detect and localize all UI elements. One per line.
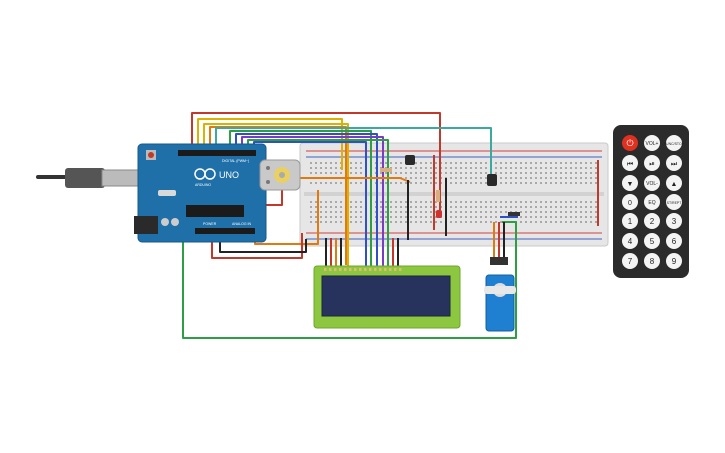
remote-digit-7-button[interactable] <box>622 253 638 269</box>
wire-green-1 <box>229 130 372 268</box>
breadboard-holes <box>310 162 597 223</box>
dc-motor <box>259 159 301 191</box>
remote-digit-label: 2 <box>650 217 655 226</box>
remote-digit-label: 7 <box>628 257 633 266</box>
remote-vol-minus-button[interactable] <box>644 175 660 191</box>
lcd-display <box>313 265 461 329</box>
remote-digit-8-button[interactable] <box>644 253 660 269</box>
resistor-1 <box>380 168 392 172</box>
svg-text:0: 0 <box>628 200 632 207</box>
remote-digit-9-button[interactable] <box>666 253 682 269</box>
svg-text:⏯: ⏯ <box>649 161 655 168</box>
small-component <box>508 212 520 216</box>
wire-yellow-1 <box>197 118 343 170</box>
wire-green-servo <box>182 221 517 339</box>
remote-vol-plus-button[interactable] <box>644 135 660 151</box>
ir-receiver <box>487 174 497 186</box>
led-red <box>436 210 442 218</box>
reset-button <box>148 152 154 158</box>
remote-zero-button[interactable] <box>622 194 638 210</box>
transistor <box>405 155 415 165</box>
svg-text:EQ: EQ <box>648 200 655 206</box>
remote-play-pause-button[interactable] <box>644 155 660 171</box>
remote-eq-button[interactable] <box>644 194 660 210</box>
svg-text:⏭: ⏭ <box>671 161 678 168</box>
wire-red-power <box>211 228 303 259</box>
remote-digit-6-button[interactable] <box>666 233 682 249</box>
wire-red-top <box>191 112 441 210</box>
remote-digit-3-button[interactable] <box>666 213 682 229</box>
remote-next-button[interactable] <box>666 155 682 171</box>
svg-text:▲: ▲ <box>671 181 678 188</box>
remote-digit-label: 4 <box>628 237 633 246</box>
arduino-logo-icon <box>194 168 216 180</box>
svg-text:ST/REPT: ST/REPT <box>667 201 683 205</box>
usb-cable <box>36 168 141 188</box>
svg-text:VOL+: VOL+ <box>646 141 659 147</box>
remote-prev-button[interactable] <box>622 155 638 171</box>
remote-digit-2-button[interactable] <box>644 213 660 229</box>
remote-digit-1-button[interactable] <box>622 213 638 229</box>
servo-motor <box>484 257 516 332</box>
svg-text:FUNC/STOP: FUNC/STOP <box>664 142 685 146</box>
wire-blue-1 <box>235 133 378 268</box>
svg-text:VOL-: VOL- <box>646 181 658 187</box>
analog-label: ANALOG IN <box>232 222 252 226</box>
remote-digit-label: 5 <box>650 237 655 246</box>
remote-st-rept-button[interactable] <box>666 194 682 210</box>
remote-down-button[interactable] <box>622 175 638 191</box>
arduino-brand: UNO <box>219 170 239 180</box>
svg-text:▼: ▼ <box>627 181 634 188</box>
resistor-2 <box>436 190 440 202</box>
remote-power-button[interactable] <box>622 135 638 151</box>
svg-text:⏮: ⏮ <box>627 161 633 168</box>
ir-remote: ⏻ VOL+ FUNC/STOP ⏮ ⏯ ⏭ ▼ VOL- ▲ 0 EQ ST/… <box>613 125 689 278</box>
remote-digit-5-button[interactable] <box>644 233 660 249</box>
remote-digit-label: 9 <box>672 257 677 266</box>
remote-digit-label: 6 <box>672 237 677 246</box>
wire-teal <box>215 127 492 178</box>
arduino-board: UNO ARDUINO DIGITAL (PWM~) POWER ANALOG … <box>134 143 267 243</box>
digital-label: DIGITAL (PWM~) <box>222 159 249 163</box>
remote-func-stop-button[interactable] <box>666 135 682 151</box>
wire-motor-orange <box>300 177 411 183</box>
svg-text:⏻: ⏻ <box>626 138 633 148</box>
remote-digit-label: 8 <box>650 257 655 266</box>
remote-digit-label: 1 <box>628 217 633 226</box>
remote-up-button[interactable] <box>666 175 682 191</box>
remote-digit-4-button[interactable] <box>622 233 638 249</box>
wire-yellow-2 <box>203 123 349 268</box>
arduino-logo-text: ARDUINO <box>195 183 211 187</box>
remote-digit-label: 3 <box>672 217 677 226</box>
power-label: POWER <box>203 222 217 226</box>
